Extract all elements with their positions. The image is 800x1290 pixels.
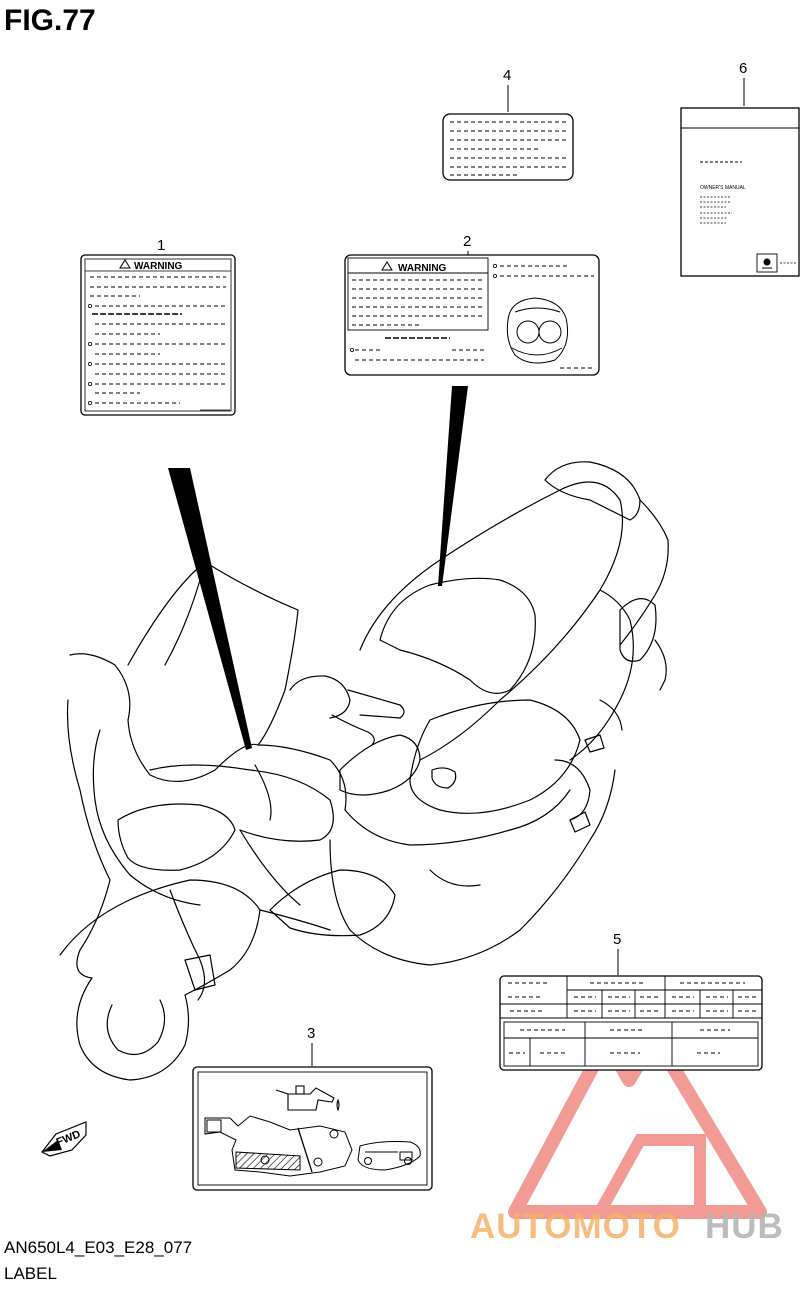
figure-code: AN650L4_E03_E28_077 [4, 1238, 193, 1257]
callout-number-2: 2 [463, 233, 471, 250]
leader-wedge-label-1 [168, 468, 252, 750]
callout-number-6: 6 [739, 60, 747, 77]
manual-title-text: OWNER'S MANUAL [700, 185, 746, 191]
label-5-table [499, 975, 763, 1071]
callout-number-3: 3 [307, 1025, 315, 1042]
label-2-warning-text: WARNING [398, 263, 447, 274]
label-3-oil [192, 1066, 433, 1191]
oil-can-icon [275, 1085, 340, 1112]
watermark-text-part1: AUTOMOTO [470, 1207, 681, 1246]
speedometer-icon [506, 297, 569, 364]
callout-number-4: 4 [503, 67, 511, 84]
leader-wedge-label-2 [438, 386, 468, 586]
figure-description: LABEL [4, 1264, 57, 1283]
callout-3: 3 [307, 1025, 315, 1066]
engine-oil-level-icon [204, 1115, 421, 1177]
owners-manual: OWNER'S MANUAL [680, 107, 800, 277]
label-1-warning-text: WARNING [134, 261, 183, 272]
label-4 [442, 113, 574, 181]
forward-direction-arrow-icon: FWD [41, 1121, 87, 1157]
watermark-text: AUTOMOTO HUB [470, 1207, 784, 1246]
callout-number-5: 5 [613, 931, 621, 948]
label-2-warning: WARNING [344, 254, 600, 376]
label-1-warning: WARNING [80, 254, 236, 416]
callout-5: 5 [613, 931, 621, 975]
callout-6: 6 [739, 60, 747, 106]
callout-number-1: 1 [157, 237, 165, 254]
scooter-illustration [59, 461, 669, 1081]
callout-4: 4 [503, 67, 511, 112]
figure-title: FIG.77 [4, 4, 96, 37]
watermark-text-part2: HUB [705, 1207, 784, 1246]
